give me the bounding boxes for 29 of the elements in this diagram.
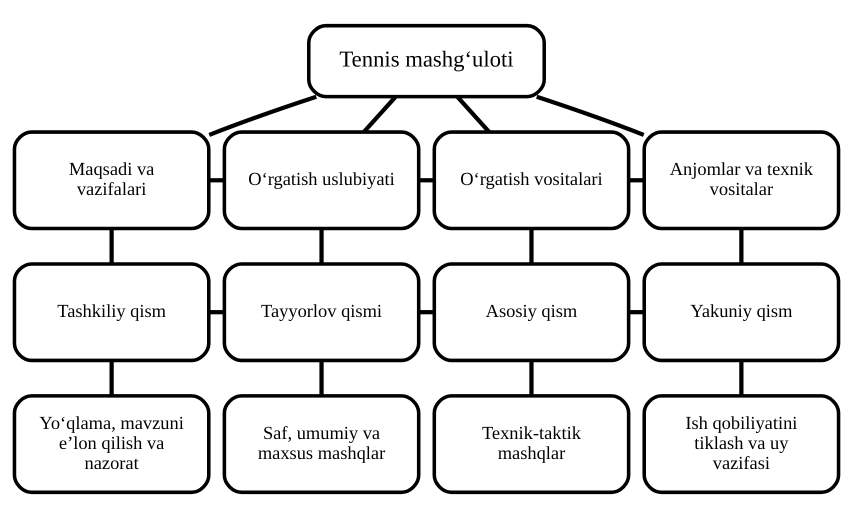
node-box: Tayyorlov qismi [222, 262, 420, 362]
connector [739, 360, 744, 396]
connector [529, 360, 534, 396]
connector [208, 178, 224, 182]
node-box: Ish qobiliyatini tiklash va uy vazifasi [642, 394, 840, 494]
connector [319, 360, 324, 396]
connector [536, 94, 645, 136]
connector [109, 228, 114, 264]
connector [208, 94, 317, 136]
node-box: Yo‘qlama, mavzuni e’lon qilish va nazorat [12, 394, 211, 494]
connector [739, 228, 744, 264]
node-box: O‘rgatish vositalari [432, 130, 630, 230]
node-box: Tennis mashg‘uloti [307, 23, 546, 98]
node-box: Texnik-taktik mashqlar [432, 394, 630, 494]
connector [319, 228, 324, 264]
node-box: Maqsadi va vazifalari [12, 130, 211, 230]
node-box: Asosiy qism [432, 262, 630, 362]
connector [418, 310, 434, 314]
node-box: Tashkiliy qism [12, 262, 211, 362]
connector [109, 360, 114, 396]
connector [628, 178, 644, 182]
node-box: Yakuniy qism [642, 262, 840, 362]
node-box: O‘rgatish uslubiyati [222, 130, 420, 230]
connector [628, 310, 644, 314]
node-box: Saf, umumiy va maxsus mashqlar [222, 394, 420, 494]
connector [418, 178, 434, 182]
connector [208, 310, 224, 314]
connector [529, 228, 534, 264]
node-box: Anjomlar va texnik vositalar [642, 130, 840, 230]
